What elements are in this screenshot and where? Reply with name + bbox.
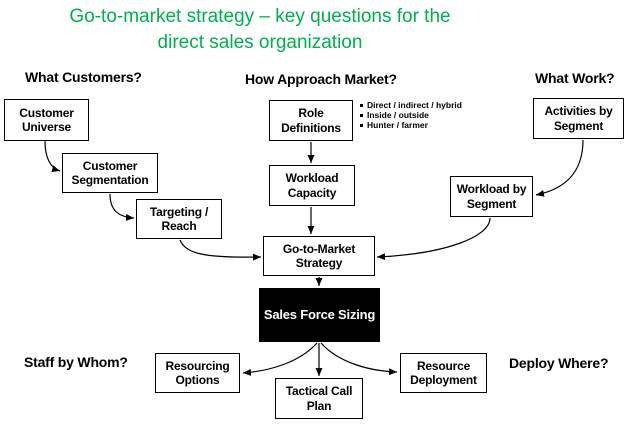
bullet-item: Inside / outside bbox=[360, 110, 462, 120]
node-workload-by-segment: Workload by Segment bbox=[450, 176, 533, 217]
node-activities-by-segment: Activities by Segment bbox=[533, 98, 624, 139]
node-role-definitions: Role Definitions bbox=[269, 100, 353, 141]
node-customer-universe: Customer Universe bbox=[4, 99, 89, 141]
bullet-text: Direct / indirect / hybrid bbox=[367, 100, 462, 110]
node-sales-force-sizing: Sales Force Sizing bbox=[259, 288, 380, 342]
bullet-square-icon bbox=[360, 123, 363, 127]
heading-what-work: What Work? bbox=[535, 70, 615, 86]
bullet-text: Inside / outside bbox=[367, 110, 429, 120]
arrow-targeting-reach-to-go-to-market bbox=[179, 239, 262, 261]
arrow-sales-force-sizing-to-resource-deployment bbox=[320, 342, 398, 376]
page-title-line1: Go-to-market strategy – key questions fo… bbox=[69, 6, 451, 27]
heading-staff-by-whom: Staff by Whom? bbox=[24, 354, 128, 370]
node-workload-capacity: Workload Capacity bbox=[269, 165, 355, 206]
arrow-activities-to-workload-by-segment bbox=[535, 139, 584, 197]
heading-deploy-where: Deploy Where? bbox=[509, 355, 609, 371]
arrow-customer-universe-to-customer-segmentation bbox=[44, 140, 61, 173]
node-customer-segmentation: Customer Segmentation bbox=[62, 153, 158, 193]
page-title: Go-to-market strategy – key questions fo… bbox=[0, 4, 520, 56]
node-go-to-market-strategy: Go-to-Market Strategy bbox=[263, 236, 375, 276]
page-title-line2: direct sales organization bbox=[157, 32, 363, 53]
node-resourcing-options: Resourcing Options bbox=[155, 353, 240, 393]
bullet-square-icon bbox=[360, 113, 363, 117]
bullet-item: Direct / indirect / hybrid bbox=[360, 100, 462, 110]
arrow-sales-force-sizing-to-resourcing-options bbox=[242, 342, 318, 376]
heading-what-customers: What Customers? bbox=[25, 69, 142, 85]
role-definition-bullet-list: Direct / indirect / hybrid Inside / outs… bbox=[360, 100, 462, 130]
node-resource-deployment: Resource Deployment bbox=[400, 353, 487, 393]
bullet-item: Hunter / farmer bbox=[360, 120, 462, 130]
node-tactical-call-plan: Tactical Call Plan bbox=[275, 378, 363, 419]
arrow-customer-segmentation-to-targeting-reach bbox=[109, 193, 135, 221]
bullet-square-icon bbox=[360, 103, 363, 107]
arrow-workload-by-segment-to-go-to-market bbox=[376, 217, 491, 261]
heading-how-approach-market: How Approach Market? bbox=[245, 71, 397, 87]
bullet-text: Hunter / farmer bbox=[367, 120, 428, 130]
node-targeting-reach: Targeting / Reach bbox=[136, 199, 222, 239]
